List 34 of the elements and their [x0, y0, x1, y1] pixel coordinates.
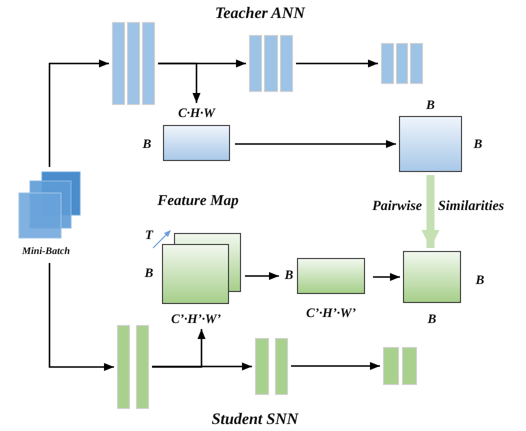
layer-stack-drawing: [249, 35, 293, 92]
dimension-label: B: [142, 137, 152, 152]
arrow: [152, 329, 206, 368]
arrow: [158, 62, 200, 103]
dimension-label: T: [144, 228, 154, 242]
section-title: Teacher ANN: [214, 5, 306, 23]
dimension-label: B: [472, 137, 484, 152]
layer-stack-drawing: [117, 325, 149, 409]
arrow: [245, 272, 279, 280]
layer-stack-drawing: [112, 22, 155, 105]
dimension-label: B: [144, 266, 154, 280]
annotation-text: Pairwise: [371, 199, 422, 214]
section-title: Feature Map: [156, 193, 240, 210]
arrow: [296, 60, 378, 68]
dimension-label: B: [284, 268, 294, 282]
layer-stack-drawing: [383, 347, 417, 385]
dimension-label: B: [426, 312, 438, 326]
dimension-label: C’·H’·W’: [170, 312, 222, 326]
dimension-label: C·H·W: [177, 106, 217, 120]
section-title: Student SNN: [210, 411, 300, 429]
layer-stack-drawing: [255, 338, 288, 395]
annotation-text: Similarities: [438, 199, 506, 214]
wide-arrow: [422, 175, 440, 248]
dimension-label: B: [425, 98, 436, 112]
arrow: [373, 273, 400, 281]
arrow: [48, 60, 109, 167]
arrow: [152, 362, 252, 370]
node-label: Mini-Batch: [21, 246, 71, 257]
arrow: [235, 140, 396, 148]
layer-stack-drawing: [381, 43, 423, 84]
dimension-label: C’·H’·W’: [305, 306, 357, 320]
arrow: [291, 362, 380, 370]
arrow: [48, 263, 114, 371]
dimension-label: B: [474, 273, 486, 288]
